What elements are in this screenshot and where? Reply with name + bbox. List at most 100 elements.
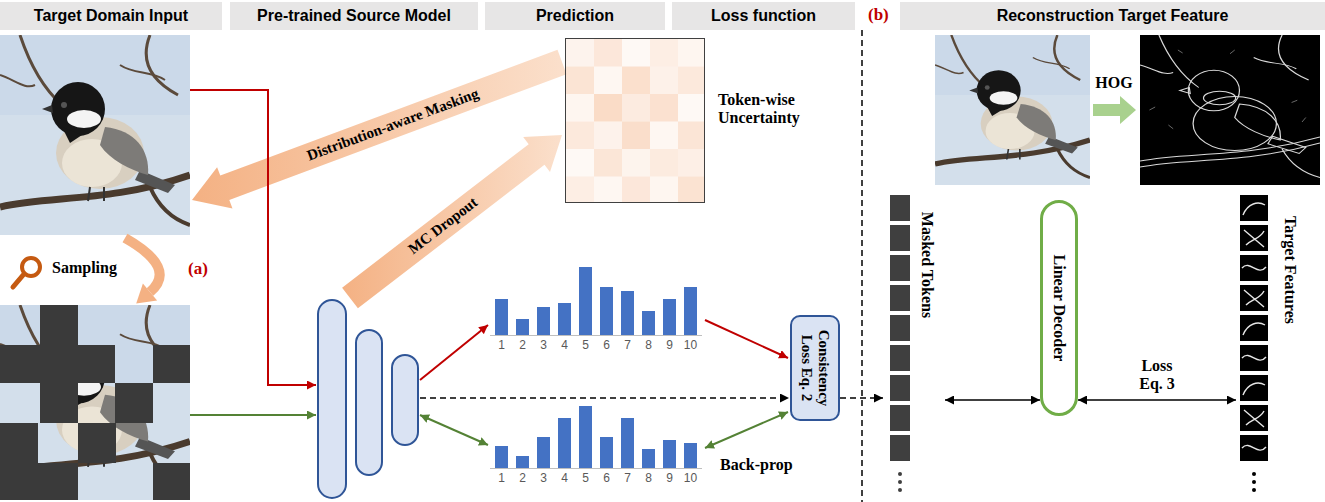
bar-chart — [490, 468, 702, 469]
axis-tick: 5 — [582, 339, 589, 353]
prediction-wire — [420, 415, 488, 445]
panel-tag: (b) — [868, 5, 889, 25]
uncertainty-grid — [566, 149, 594, 177]
uncertainty-grid — [622, 149, 650, 177]
bar-chart — [642, 449, 655, 468]
bar-chart — [621, 291, 634, 335]
uncertainty-grid — [594, 67, 622, 95]
feature-column-label: Target Features — [1236, 192, 1308, 492]
dropout-arrow — [342, 135, 562, 308]
masked-image — [40, 383, 78, 423]
masked-input-wire — [190, 414, 316, 416]
token-column — [890, 375, 910, 401]
uncertainty-grid — [566, 67, 594, 95]
magnifier-icon — [13, 258, 40, 287]
axis-tick: 2 — [519, 339, 526, 353]
node-text: Prediction — [536, 7, 614, 25]
feature-column — [1240, 195, 1268, 492]
source-model — [356, 330, 382, 475]
axis-tick: 8 — [645, 472, 652, 486]
hog-arrow — [1093, 96, 1136, 124]
feature-column — [1252, 472, 1256, 476]
uncertainty-grid — [650, 149, 678, 177]
source-model — [318, 300, 346, 498]
feature-column — [1240, 285, 1268, 311]
axis-tick: 6 — [603, 339, 610, 353]
masked-image — [0, 305, 190, 500]
bar-chart — [642, 311, 655, 335]
feature-column — [1240, 375, 1268, 401]
axis-tick: 9 — [666, 339, 673, 353]
masked-image — [0, 305, 190, 500]
bar-chart — [516, 319, 529, 335]
feature-column — [1240, 315, 1268, 341]
axis-tick: 1 — [498, 339, 505, 353]
axis-tick: 10 — [684, 339, 697, 353]
hog-arrow — [1093, 96, 1136, 124]
arrow-label: MC Dropout — [405, 194, 481, 258]
magnifier-icon — [13, 274, 24, 287]
masked-image — [115, 383, 153, 423]
input-image — [0, 35, 190, 235]
bar-chart — [579, 406, 592, 468]
bar-chart — [495, 299, 508, 335]
prediction-wire — [420, 320, 789, 448]
loss-box: Consistency Loss Eq. 2 — [790, 315, 840, 421]
arrow-label: HOG — [1095, 74, 1132, 92]
clean-input-wire — [190, 90, 316, 385]
connector — [840, 397, 883, 399]
target-image — [935, 35, 1090, 185]
step-label: Sampling — [52, 259, 117, 277]
sampling-arrow — [125, 238, 160, 304]
bar-chart — [579, 267, 592, 335]
token-column — [890, 255, 910, 281]
masked-image — [0, 305, 190, 500]
axis-tick: 3 — [540, 472, 547, 486]
token-column — [898, 488, 902, 492]
axis-tick: 4 — [561, 339, 568, 353]
masked-image — [0, 423, 38, 463]
dropout-arrow — [342, 135, 562, 308]
prediction-wire — [420, 325, 488, 380]
feature-column — [1240, 345, 1268, 371]
uncertainty-grid — [678, 122, 704, 150]
header-band: Target Domain Input — [0, 2, 222, 30]
feature-column — [1240, 195, 1268, 221]
uncertainty-grid — [566, 94, 594, 122]
feature-column — [1252, 480, 1256, 484]
header-band: Pre-trained Source Model — [230, 2, 478, 30]
bar-chart — [621, 418, 634, 468]
uncertainty-grid — [566, 39, 594, 67]
uncertainty-grid — [650, 67, 678, 95]
uncertainty-grid — [622, 177, 650, 203]
axis-tick: 7 — [624, 339, 631, 353]
token-column — [890, 435, 910, 461]
uncertainty-map: Token-wise Uncertainty — [565, 38, 705, 203]
feature-column — [1240, 405, 1268, 431]
bar-chart — [558, 303, 571, 335]
masked-image — [153, 463, 190, 500]
bar-chart — [516, 456, 529, 468]
node-text: Pre-trained Source Model — [257, 7, 451, 25]
uncertainty-grid — [650, 177, 678, 203]
source-model — [318, 300, 418, 498]
uncertainty-grid — [678, 67, 704, 95]
header-band: Prediction — [485, 2, 665, 30]
hog-image — [1140, 35, 1320, 185]
uncertainty-grid — [594, 149, 622, 177]
prediction-wire — [705, 412, 788, 448]
node-text: Masked Tokens — [918, 212, 936, 318]
target-image — [935, 35, 1090, 185]
node-text: Target Domain Input — [34, 7, 188, 25]
bar-chart — [490, 267, 702, 336]
uncertainty-grid — [594, 94, 622, 122]
uncertainty-grid — [594, 177, 622, 203]
feature-column — [1252, 488, 1256, 492]
prediction-wire — [705, 320, 788, 358]
prediction-wire — [420, 397, 789, 399]
uncertainty-grid — [678, 149, 704, 177]
feature-column — [1240, 435, 1268, 461]
feature-column — [1240, 255, 1268, 281]
bar-chart — [495, 446, 508, 468]
